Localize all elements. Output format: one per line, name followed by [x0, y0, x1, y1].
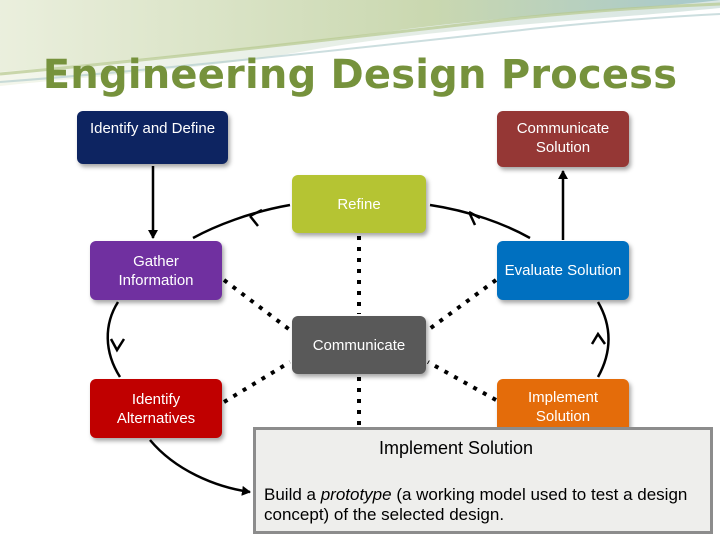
step-identify-alternatives-label: Identify Alternatives — [116, 390, 196, 427]
step-identify-alternatives[interactable]: Identify Alternatives — [90, 379, 222, 438]
description-title: Implement Solution — [378, 438, 534, 458]
description-text-end: (a working model used to test a design c… — [264, 485, 688, 524]
arrow-refine-to-gather — [192, 203, 291, 240]
step-description-panel: Implement Solution Build a prototype (a … — [253, 427, 713, 534]
step-communicate-solution-label: Communicate Solution — [516, 120, 610, 156]
arrow-alternatives-to-implement — [149, 439, 251, 496]
step-identify-and-define[interactable]: Identify and Define — [77, 111, 228, 164]
arrowhead-refine-to-gather — [249, 208, 263, 227]
description-body: Build a prototype (a working model used … — [264, 485, 704, 525]
step-communicate-solution[interactable]: Communicate Solution — [497, 111, 629, 167]
arrow-evaluate-to-refine — [429, 203, 531, 240]
description-emphasis: prototype — [320, 485, 392, 504]
dotted-link-implement-communicate — [427, 360, 497, 402]
dotted-link-evaluate-communicate — [426, 278, 498, 332]
arrow-implement-to-evaluate — [596, 301, 610, 378]
step-communicate[interactable]: Communicate — [292, 316, 426, 374]
arrowhead-implement-to-evaluate — [590, 331, 607, 345]
dotted-link-gather-communicate — [222, 278, 292, 332]
step-gather-information-label: Gather Information — [118, 252, 194, 289]
arrowhead-evaluate-to-refine — [467, 210, 481, 226]
step-implement-solution-label: Implement Solution — [527, 389, 599, 425]
description-text-start: Build a — [264, 485, 321, 504]
header-swoosh-decoration — [0, 0, 720, 86]
arrowhead-gather-to-alternatives — [109, 338, 126, 353]
step-communicate-label: Communicate — [312, 336, 406, 354]
step-gather-information[interactable]: Gather Information — [90, 241, 222, 300]
step-identify-and-define-label: Identify and Define — [89, 120, 216, 137]
dotted-link-alternatives-communicate — [222, 360, 292, 404]
step-implement-solution[interactable]: Implement Solution — [497, 379, 629, 435]
arrow-gather-to-alternatives — [106, 301, 122, 378]
step-evaluate-solution-label: Evaluate Solution — [504, 262, 622, 279]
step-refine[interactable]: Refine — [292, 175, 426, 233]
step-refine-label: Refine — [337, 195, 381, 213]
page-title: Engineering Design Process — [42, 52, 678, 98]
step-evaluate-solution[interactable]: Evaluate Solution — [497, 241, 629, 300]
